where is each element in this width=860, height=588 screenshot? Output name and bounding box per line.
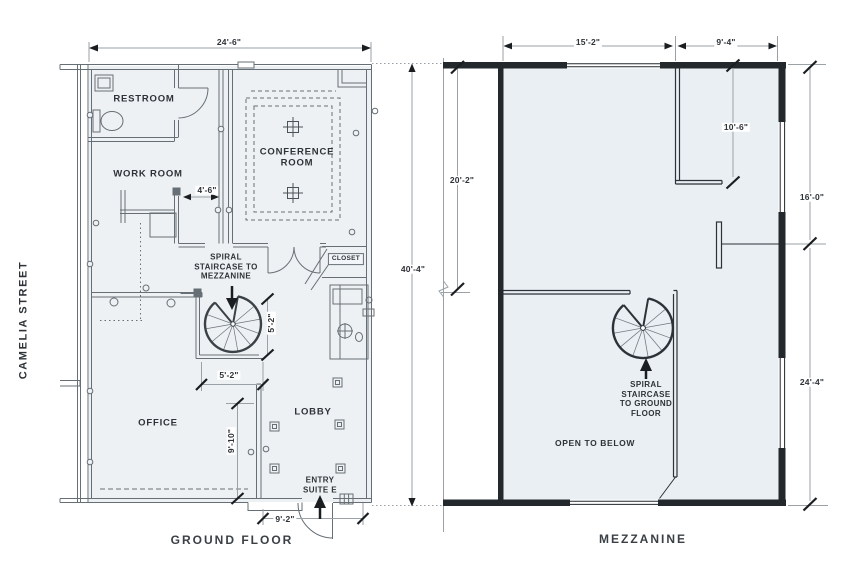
arrow-down-icon [226,286,238,310]
dim-mezz-upper-room-depth: 10'-6" [721,121,751,132]
double-door-arcs [267,246,321,274]
dim-overall-depth: 40'-4" [398,263,428,274]
annotation-entry: ENTRY SUITE E [303,475,337,494]
entry-door-arc [297,502,334,539]
dim-entry-width: 9'-2" [273,513,297,524]
room-label-work-room: WORK ROOM [113,168,183,180]
column-grid-symbol [283,117,303,203]
ground-floor-ticks [195,292,370,525]
dim-office-depth: 9'-10" [225,426,236,456]
mezzanine-dimensions [411,36,828,506]
dim-overall-width: 24'-6" [214,36,244,47]
floor-outlet-symbols [269,377,346,474]
annotation-spiral-staircase-mezzanine: SPIRAL STAIRCASE TO GROUND FLOOR [619,379,673,418]
room-label-closet: CLOSET [327,253,365,265]
mezzanine-floor-area [503,68,779,500]
dim-mezz-top-right: 9'-4" [714,36,738,47]
dim-mezz-left-depth: 20'-2" [447,174,477,185]
annotation-open-to-below: OPEN TO BELOW [555,437,635,448]
dim-mezz-top-left: 15'-2" [573,36,603,47]
spiral-staircase-icon-ground [203,295,263,354]
mezzanine-ticks [450,58,818,512]
mezzanine-dimension-marks [408,42,777,507]
room-label-conference-room: CONFERENCE ROOM [259,146,335,169]
toilet-fixture [92,109,101,133]
restroom-door-arc [178,87,209,119]
sink-fixture [94,74,114,92]
annotation-spiral-staircase-ground: SPIRAL STAIRCASE TO MEZZANINE [194,252,258,281]
mezzanine-door-leaf [659,476,676,499]
dim-stair-depth: 5'-2" [265,311,276,335]
dim-stair-width: 5'-2" [217,369,241,380]
entry-arrow-icon [314,495,326,519]
ground-floor-title: GROUND FLOOR [170,532,294,547]
dim-mezz-right-upper: 16'-0" [797,191,827,202]
window-sections [567,62,786,506]
spiral-staircase-icon-mezzanine [611,297,675,360]
ground-floor-dimension-marks [89,44,371,201]
room-label-office: OFFICE [138,417,178,429]
dim-work-room-opening: 4'-6" [195,184,219,195]
street-label: CAMELIA STREET [17,260,30,380]
dim-mezz-right-lower: 24'-4" [797,376,827,387]
room-label-restroom: RESTROOM [113,93,175,105]
ground-floor-linework [59,61,379,539]
mezzanine-title: MEZZANINE [599,531,687,546]
room-label-lobby: LOBBY [294,406,332,418]
arrow-up-icon [640,358,652,379]
